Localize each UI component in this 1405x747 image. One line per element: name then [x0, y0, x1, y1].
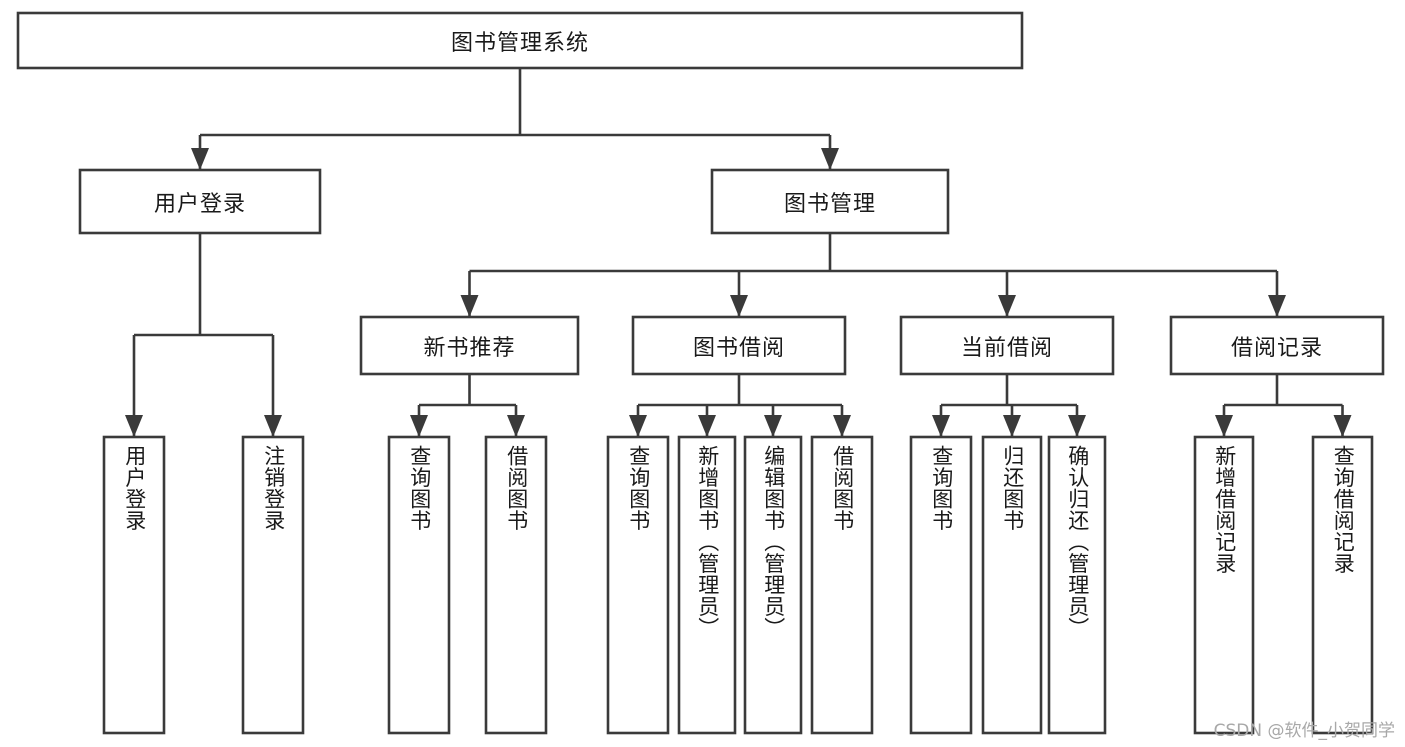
node-leaf-query-book-2[interactable] — [606, 435, 670, 735]
arrow-head-book-borrow-to-leaf-edit-book — [764, 415, 782, 437]
node-new-book-rec[interactable] — [359, 315, 580, 376]
arrow-head-root-to-book-manage — [821, 148, 839, 170]
arrow-head-borrow-record-to-leaf-query-record — [1333, 415, 1352, 437]
arrow-head-book-manage-to-current-borrow — [998, 295, 1016, 317]
arrow-head-new-book-rec-to-leaf-query-book-1 — [410, 415, 428, 437]
node-borrow-record[interactable] — [1169, 315, 1385, 376]
arrow-head-book-manage-to-new-book-rec — [460, 295, 479, 317]
node-book-borrow[interactable] — [631, 315, 847, 376]
arrow-head-book-borrow-to-leaf-add-book — [698, 415, 716, 437]
node-current-borrow[interactable] — [899, 315, 1115, 376]
node-leaf-add-book[interactable] — [677, 435, 737, 735]
node-leaf-edit-book[interactable] — [743, 435, 803, 735]
arrow-head-current-borrow-to-leaf-confirm-return — [1068, 415, 1086, 437]
edges-layer — [125, 68, 1352, 437]
arrow-head-user-login-to-leaf-user-logout — [264, 415, 282, 437]
node-user-login[interactable] — [78, 168, 322, 235]
node-leaf-user-login[interactable] — [102, 435, 166, 735]
arrow-head-new-book-rec-to-leaf-borrow-book-1 — [507, 415, 525, 437]
nodes-layer — [16, 11, 1385, 735]
node-root[interactable] — [16, 11, 1024, 70]
node-leaf-query-book-1[interactable] — [387, 435, 451, 735]
arrow-head-root-to-user-login — [191, 148, 209, 170]
arrow-head-book-borrow-to-leaf-query-book-2 — [629, 415, 647, 437]
node-leaf-borrow-book-1[interactable] — [484, 435, 548, 735]
node-leaf-query-record[interactable] — [1311, 435, 1374, 735]
node-leaf-user-logout[interactable] — [241, 435, 305, 735]
node-leaf-query-book-3[interactable] — [909, 435, 973, 735]
node-leaf-borrow-book-2[interactable] — [810, 435, 874, 735]
node-leaf-add-record[interactable] — [1193, 435, 1255, 735]
arrow-head-current-borrow-to-leaf-query-book-3 — [932, 415, 950, 437]
arrow-head-book-borrow-to-leaf-borrow-book-2 — [833, 415, 851, 437]
arrow-head-book-manage-to-book-borrow — [730, 295, 748, 317]
node-leaf-confirm-return[interactable] — [1047, 435, 1107, 735]
arrow-head-user-login-to-leaf-user-login — [125, 415, 143, 437]
arrow-head-borrow-record-to-leaf-add-record — [1215, 415, 1233, 437]
node-book-manage[interactable] — [710, 168, 950, 235]
arrow-head-book-manage-to-borrow-record — [1268, 295, 1286, 317]
arrow-head-current-borrow-to-leaf-return-book — [1003, 415, 1021, 437]
node-leaf-return-book[interactable] — [981, 435, 1043, 735]
